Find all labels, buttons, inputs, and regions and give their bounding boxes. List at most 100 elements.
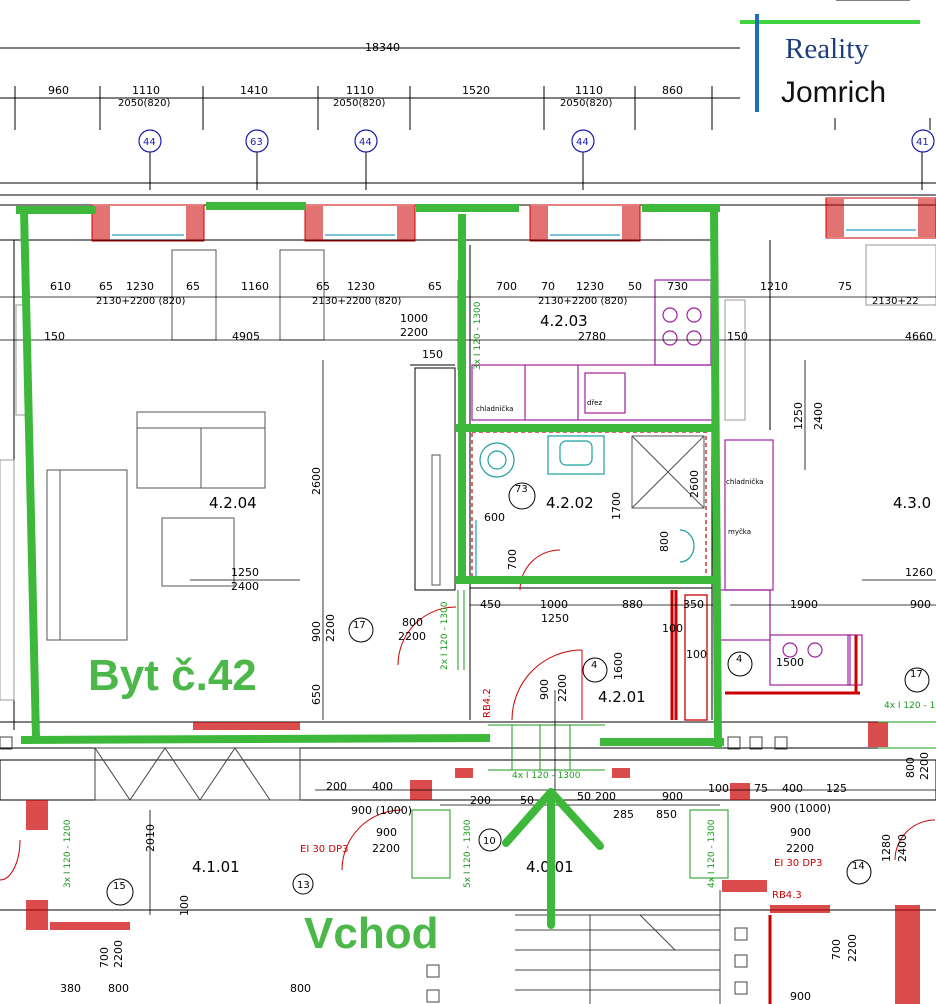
apartment-callout: Byt č.42 (88, 651, 257, 700)
dim-label: 75 (838, 280, 852, 293)
dim-label: 800 (658, 531, 671, 552)
dim-label: 150 (44, 330, 65, 343)
partition-note: 3x I 120 - 1300 (473, 301, 483, 370)
dim-label: 2200 (324, 614, 337, 642)
kitchen-note: dřez (587, 399, 602, 407)
dim-label: 50 (520, 794, 534, 807)
fire-walls (670, 590, 860, 1004)
door-tag-numbers: 17 73 4 4 17 15 13 14 10 (113, 484, 923, 892)
room-label-4-1-01: 4.1.01 (192, 858, 240, 876)
door-tag: 4 (591, 660, 597, 671)
dim-label: 65 (316, 280, 330, 293)
partition-note: 4x I 120 - 1300 (707, 819, 717, 888)
kitchen-note: chladnička (726, 478, 763, 486)
fire-note: RB4.3 (772, 890, 802, 901)
door-tags (106, 482, 930, 906)
apartment-outline (16, 202, 724, 749)
dim-label: 400 (372, 780, 393, 793)
dim-label: 1410 (240, 84, 268, 97)
partition-note: 5x I 120 - 1300 (463, 819, 473, 888)
dim-label: 1520 (462, 84, 490, 97)
door-tag: 10 (483, 836, 496, 847)
fire-note: EI 30 DP3 (300, 844, 348, 855)
dim-label: 50 (577, 790, 591, 803)
dim-label: 2050(820) (560, 98, 612, 109)
dim-label: 2130+2200 (820) (312, 296, 401, 307)
dim-label: 100 (686, 648, 707, 661)
logo-text-jomrich: Jomrich (781, 76, 886, 109)
fire-note: EI 30 DP3 (774, 858, 822, 869)
dim-label: 150 (727, 330, 748, 343)
dim-label: 1230 (347, 280, 375, 293)
door-tag: 17 (910, 669, 923, 680)
axis-tag: 44 (359, 137, 372, 148)
window-sills (112, 229, 916, 236)
dim-label: 730 (667, 280, 688, 293)
dimension-labels: 610 65 1230 65 1160 65 1230 65 2130+2200… (44, 280, 933, 1003)
door-tag: 4 (736, 654, 742, 665)
dim-label: 900 (538, 679, 551, 700)
dim-label: 2200 (112, 940, 125, 968)
dim-label: 800 (904, 757, 917, 778)
dim-label: 1280 (880, 834, 893, 862)
dim-label: 2600 (688, 470, 701, 498)
dim-label: 2130+2200 (820) (538, 296, 627, 307)
dim-label: 450 (480, 598, 501, 611)
dim-label: 2400 (231, 580, 259, 593)
dim-label: 200 (595, 790, 616, 803)
dim-label: 2130+2200 (820) (96, 296, 185, 307)
dim-label: 1250 (231, 566, 259, 579)
dim-label: 350 (683, 598, 704, 611)
partition-note: 4x I 120 - 1300 (884, 701, 936, 711)
dim-label: 600 (484, 511, 505, 524)
dim-label: 2200 (400, 326, 428, 339)
dim-label: 200 (470, 794, 491, 807)
dim-label: 70 (541, 280, 555, 293)
company-logo: Reality Jomrich (740, 0, 936, 118)
dim-label: 1160 (241, 280, 269, 293)
dim-label: 65 (428, 280, 442, 293)
dim-label: 2780 (578, 330, 606, 343)
fire-rated-elements (26, 722, 920, 1004)
dim-label: 1110 (132, 84, 160, 97)
lower-floor (0, 736, 788, 1004)
shower (631, 435, 705, 509)
dim-label: 880 (622, 598, 643, 611)
dim-label: 800 (290, 982, 311, 995)
door-tag: 17 (353, 620, 366, 631)
room-label-4-2-02: 4.2.02 (546, 494, 594, 512)
dim-label: 1230 (576, 280, 604, 293)
dim-label: 700 (496, 280, 517, 293)
side-furniture (0, 244, 936, 701)
dim-label: 800 (402, 616, 423, 629)
dim-label: 125 (826, 782, 847, 795)
dim-label: 50 (628, 280, 642, 293)
dim-label: 1000 (540, 598, 568, 611)
dim-label: 1110 (575, 84, 603, 97)
dim-label: 1230 (126, 280, 154, 293)
dim-label: 860 (662, 84, 683, 97)
dim-label: 400 (782, 782, 803, 795)
kitchen-note: chladnička (476, 405, 513, 413)
kitchen-note: myčka (728, 528, 751, 536)
door-tag: 13 (297, 880, 310, 891)
dim-label: 1900 (790, 598, 818, 611)
dim-label: 380 (60, 982, 81, 995)
dim-label: 900 (1000) (770, 802, 831, 815)
room-label-4-3-0: 4.3.0 (893, 494, 931, 512)
dim-label: 700 (506, 549, 519, 570)
interior-dimension-lines (0, 296, 936, 915)
dim-label: 2050(820) (333, 98, 385, 109)
kitchen-units (471, 279, 863, 686)
window-hatching (92, 199, 936, 240)
dim-label: 2010 (144, 824, 157, 852)
dim-label: 200 (326, 780, 347, 793)
top-segment-dims: 960 1110 2050(820) 1410 1110 2050(820) 1… (48, 84, 683, 109)
bathroom-fixtures (475, 435, 695, 576)
partition-note: 3x I 120 - 1200 (63, 819, 73, 888)
dim-label: 4660 (905, 330, 933, 343)
dim-label: 900 (790, 990, 811, 1003)
dim-label: 2050(820) (118, 98, 170, 109)
overall-dimension: 18340 (365, 41, 400, 54)
